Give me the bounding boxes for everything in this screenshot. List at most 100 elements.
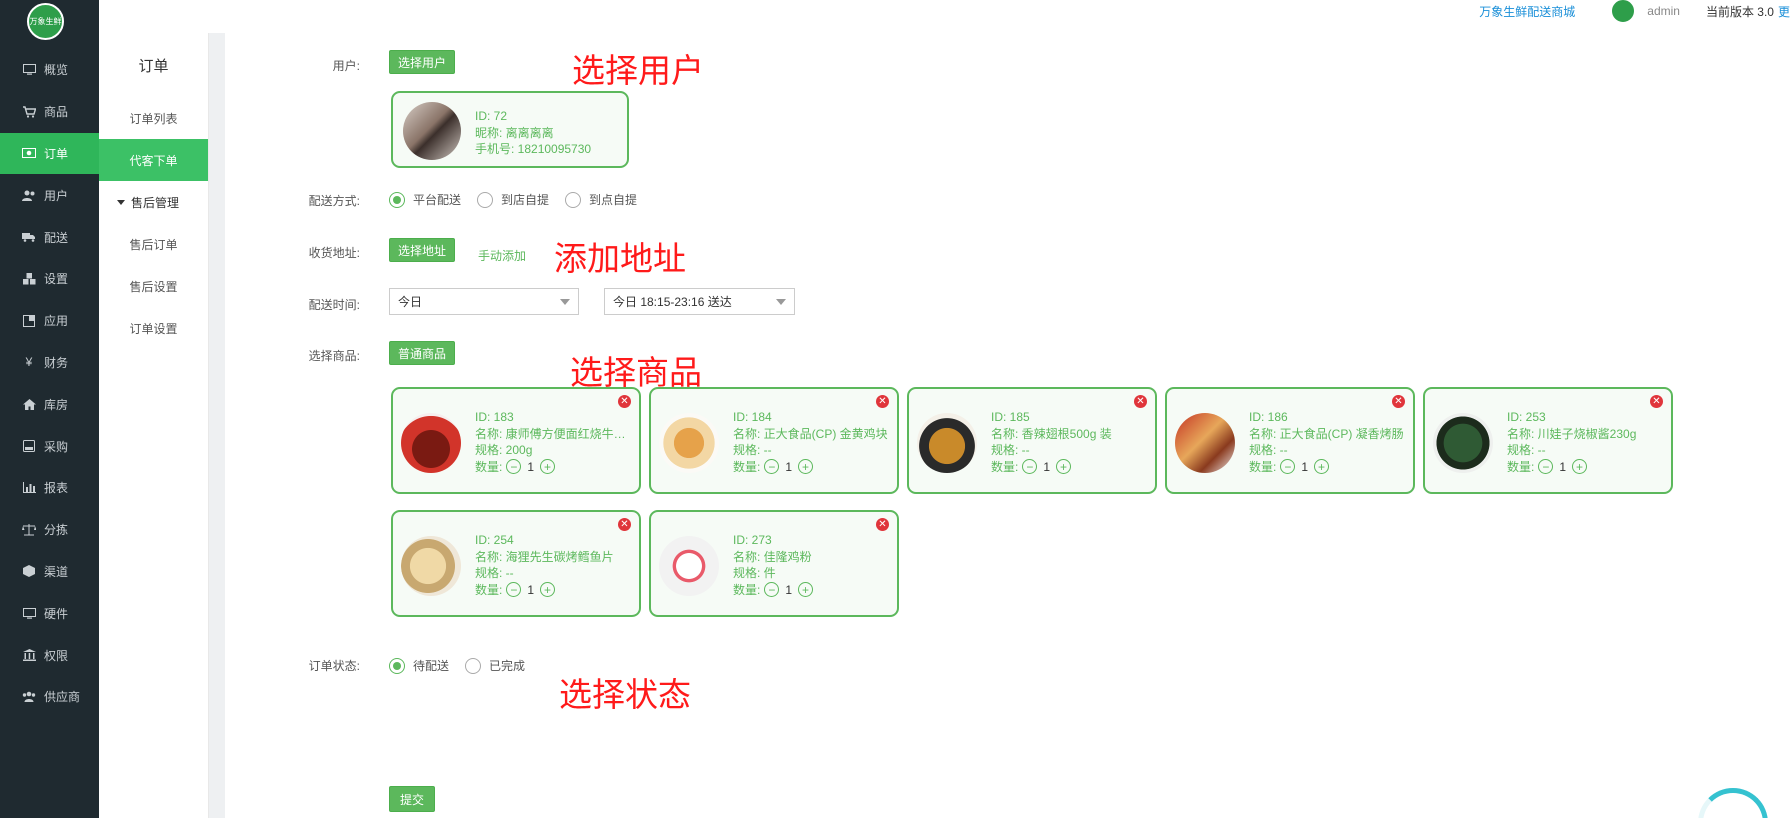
- nav-item-6[interactable]: 应用: [0, 300, 99, 342]
- qty-value[interactable]: 1: [1301, 459, 1309, 474]
- desktop-icon: [22, 606, 36, 620]
- delivery-time-label: 配送时间:: [308, 298, 360, 312]
- content-divider: [209, 33, 225, 818]
- plus-icon[interactable]: +: [798, 459, 814, 475]
- remove-goods-icon[interactable]: ✕: [1650, 395, 1663, 408]
- nav-item-7[interactable]: ¥财务: [0, 342, 99, 384]
- store-link[interactable]: 万象生鲜配送商城: [1479, 4, 1576, 19]
- minus-icon[interactable]: −: [764, 582, 780, 598]
- minus-icon[interactable]: −: [764, 459, 780, 475]
- qty-value[interactable]: 1: [527, 582, 535, 597]
- radio-label: 待配送: [413, 659, 450, 673]
- radio-unchecked-icon: [477, 191, 494, 208]
- plus-icon[interactable]: +: [540, 582, 556, 598]
- selected-user-card[interactable]: ID: 72 昵称: 离离离离 手机号: 18210095730: [391, 91, 629, 168]
- plus-icon[interactable]: +: [1056, 459, 1072, 475]
- radio-label: 到店自提: [501, 193, 550, 207]
- remove-goods-icon[interactable]: ✕: [618, 518, 631, 531]
- radio-point-pickup[interactable]: 到点自提: [565, 191, 637, 208]
- nav-item-11[interactable]: 分拣: [0, 509, 99, 551]
- radio-unchecked-icon: [565, 191, 582, 208]
- nav-item-10[interactable]: 报表: [0, 467, 99, 509]
- nav-item-15[interactable]: 供应商: [0, 676, 99, 718]
- plus-icon[interactable]: +: [798, 582, 814, 598]
- remove-goods-icon[interactable]: ✕: [1134, 395, 1147, 408]
- goods-qty-row: 数量:−1+: [475, 459, 631, 476]
- radio-store-pickup[interactable]: 到店自提: [477, 191, 549, 208]
- day-select[interactable]: 今日: [389, 288, 579, 315]
- delivery-method-group: 平台配送 到店自提 到点自提: [389, 191, 653, 208]
- radio-label: 已完成: [489, 659, 526, 673]
- subnav-item-after-sales-settings[interactable]: 售后设置: [129, 279, 178, 294]
- user-photo: [403, 102, 461, 160]
- goods-name: 名称: 正大食品(CP) 金黄鸡块: [733, 426, 888, 441]
- subnav-item-after-sales-orders[interactable]: 售后订单: [129, 237, 178, 252]
- user-label: 用户:: [332, 59, 360, 73]
- remove-goods-icon[interactable]: ✕: [1392, 395, 1405, 408]
- annotation-select-goods: 选择商品: [570, 353, 702, 392]
- goods-spec: 规格: 200g: [475, 443, 533, 457]
- nav-item-4[interactable]: 配送: [0, 216, 99, 258]
- username[interactable]: admin: [1647, 4, 1680, 18]
- nav-item-5[interactable]: 设置: [0, 258, 99, 300]
- qty-value[interactable]: 1: [1043, 459, 1051, 474]
- nav-item-14[interactable]: 权限: [0, 634, 99, 676]
- annotation-select-user: 选择用户: [572, 51, 704, 90]
- minus-icon[interactable]: −: [1022, 459, 1038, 475]
- remove-goods-icon[interactable]: ✕: [876, 518, 889, 531]
- nav-item-0[interactable]: 概览: [0, 49, 99, 91]
- nav-item-8[interactable]: 库房: [0, 383, 99, 425]
- manual-add-link[interactable]: 手动添加: [478, 249, 527, 263]
- remove-goods-icon[interactable]: ✕: [876, 395, 889, 408]
- goods-qty-row: 数量:−1+: [733, 582, 889, 599]
- nav-item-1[interactable]: 商品: [0, 91, 99, 133]
- plus-icon[interactable]: +: [1572, 459, 1588, 475]
- submit-button[interactable]: 提交: [389, 786, 436, 812]
- more-link[interactable]: 更: [1778, 4, 1790, 19]
- goods-spec: 规格: --: [991, 443, 1030, 457]
- goods-qty-row: 数量:−1+: [1249, 459, 1405, 476]
- nav-item-label: 应用: [44, 314, 69, 329]
- dropdown-arrow-icon: [776, 299, 786, 305]
- users-icon: [22, 188, 36, 202]
- time-slot-select[interactable]: 今日 18:15-23:16 送达: [604, 288, 795, 315]
- goods-spec: 规格: 件: [733, 566, 776, 580]
- remove-goods-icon[interactable]: ✕: [618, 395, 631, 408]
- minus-icon[interactable]: −: [506, 582, 522, 598]
- select-address-button[interactable]: 选择地址: [389, 238, 456, 262]
- qty-value[interactable]: 1: [527, 459, 535, 474]
- subnav-item-order-list[interactable]: 订单列表: [129, 111, 178, 126]
- radio-completed[interactable]: 已完成: [465, 657, 525, 674]
- normal-goods-button[interactable]: 普通商品: [389, 341, 456, 365]
- radio-pending-delivery[interactable]: 待配送: [389, 657, 449, 674]
- goods-qty-row: 数量:−1+: [475, 582, 631, 599]
- minus-icon[interactable]: −: [1280, 459, 1296, 475]
- user-avatar[interactable]: [1611, 0, 1636, 23]
- nav-item-12[interactable]: 渠道: [0, 551, 99, 593]
- nav-item-9[interactable]: 采购: [0, 425, 99, 467]
- qty-value[interactable]: 1: [1559, 459, 1567, 474]
- qty-value[interactable]: 1: [785, 582, 793, 597]
- minus-icon[interactable]: −: [506, 459, 522, 475]
- nav-item-13[interactable]: 硬件: [0, 592, 99, 634]
- plus-icon[interactable]: +: [1314, 459, 1330, 475]
- plus-icon[interactable]: +: [540, 459, 556, 475]
- subnav-item-order-settings[interactable]: 订单设置: [129, 321, 178, 336]
- subnav-group-after-sales[interactable]: 售后管理: [99, 181, 208, 223]
- sub-sidebar: 订单 订单列表 代客下单 售后管理 售后订单 售后设置 订单设置: [99, 33, 209, 818]
- nav-item-3[interactable]: 用户: [0, 174, 99, 216]
- nav-item-2[interactable]: 订单: [0, 132, 99, 175]
- radio-platform-delivery[interactable]: 平台配送: [389, 191, 461, 208]
- qty-value[interactable]: 1: [785, 459, 793, 474]
- brand-logo[interactable]: 万象生鲜: [27, 3, 64, 40]
- subnav-item-proxy-order[interactable]: 代客下单: [99, 139, 208, 181]
- minus-icon[interactable]: −: [1538, 459, 1554, 475]
- select-user-button[interactable]: 选择用户: [389, 50, 456, 74]
